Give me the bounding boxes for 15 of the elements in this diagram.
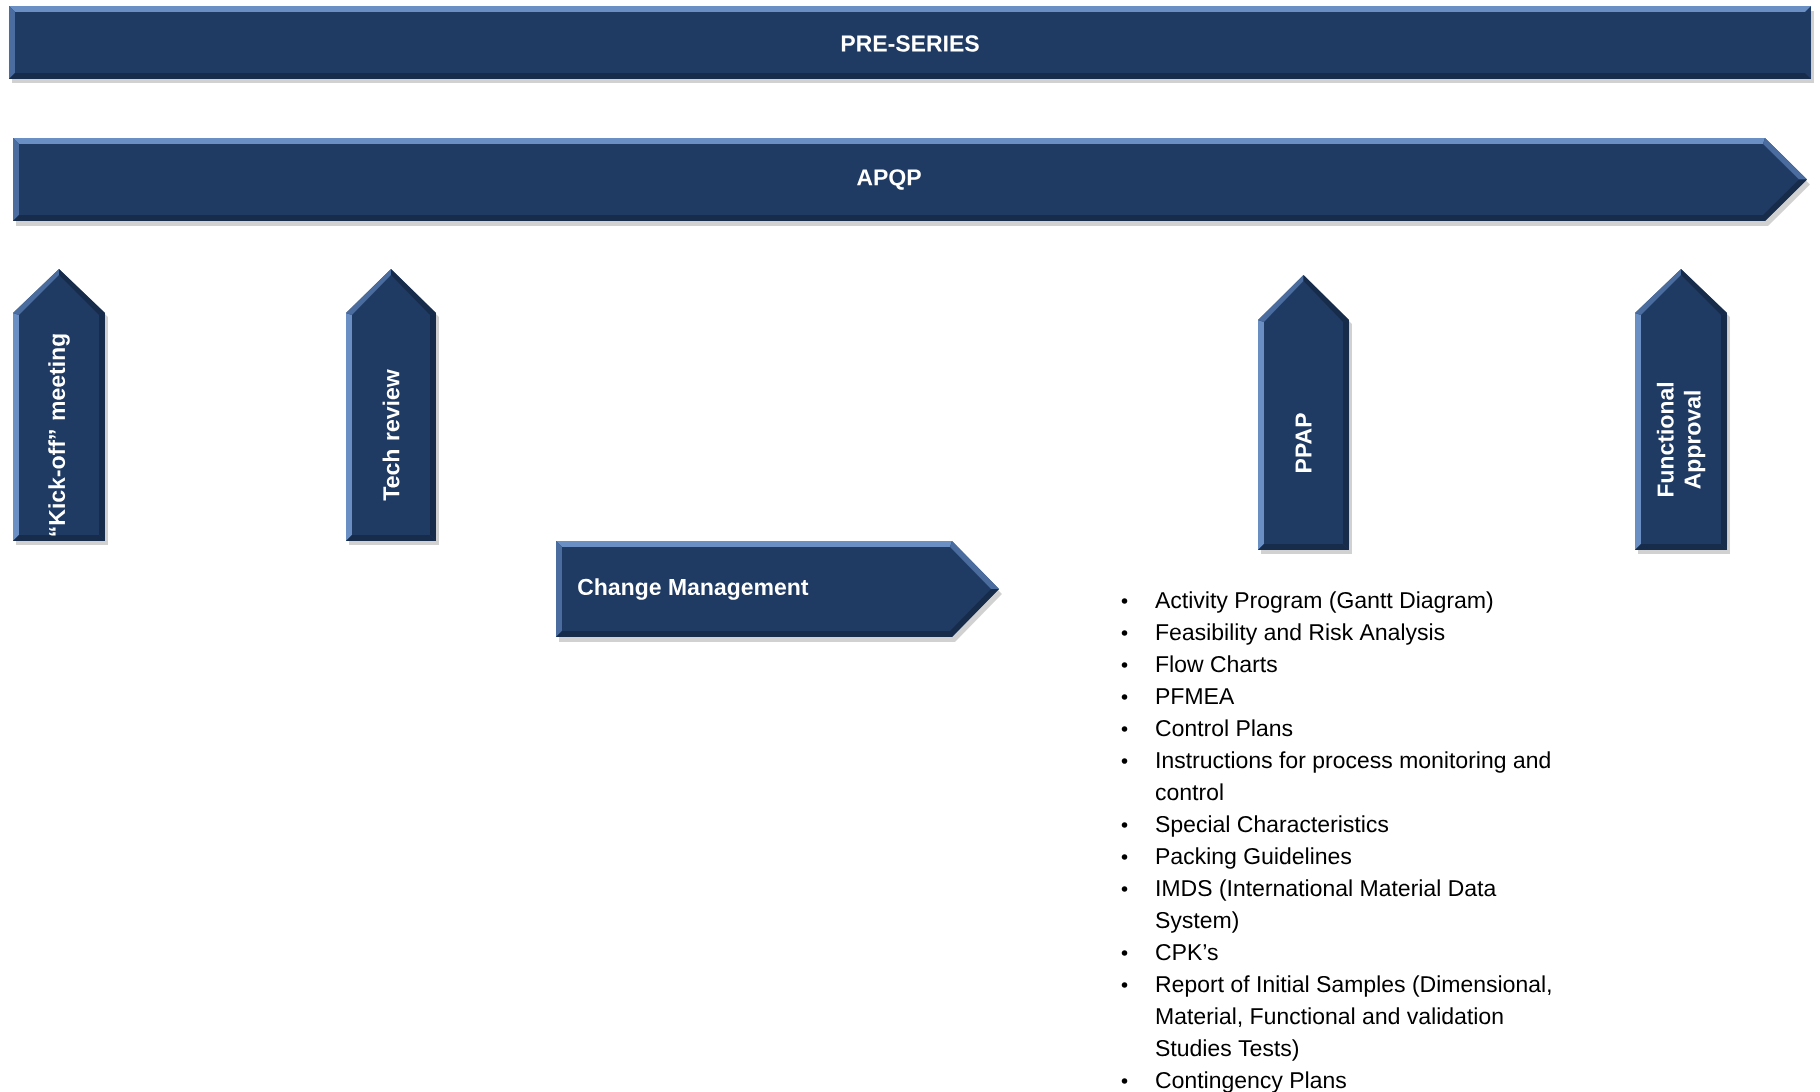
list-item: Report of Initial Samples (Dimensional, Material, Functional and validation Studies Tests)	[1156, 975, 1551, 1061]
list-item: PFMEA	[1156, 688, 1235, 704]
list-item: Instructions for process monitoring and control	[1156, 751, 1550, 801]
list-item: Control Plans	[1156, 719, 1293, 737]
list-item: CPK’s	[1156, 943, 1218, 961]
list-item: Flow Charts	[1156, 655, 1277, 673]
arrow-band: APQP	[13, 138, 1810, 226]
list-item: Special Characteristics	[1156, 815, 1389, 837]
list-item: Activity Program (Gantt Diagram)	[1155, 591, 1493, 613]
list-item: Feasibility and Risk Analysis	[1156, 623, 1445, 645]
arrow-band: Change Management	[556, 541, 1002, 642]
list-item: Contingency Plans	[1156, 1071, 1346, 1092]
list-item: IMDS (International Material Data System)	[1156, 879, 1497, 933]
banner-bar: PRE-SERIES	[9, 6, 1814, 83]
list-item: Packing Guidelines	[1156, 847, 1351, 869]
